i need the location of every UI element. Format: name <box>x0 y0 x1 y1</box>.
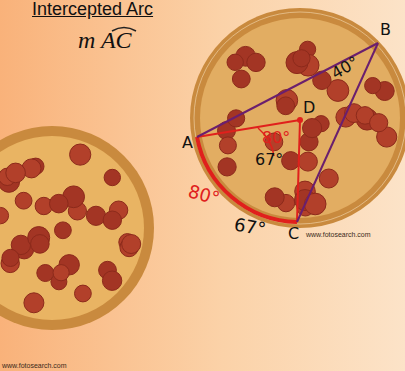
pepperoni-slice <box>319 169 338 188</box>
right-pizza-crust <box>190 8 405 228</box>
pepperoni-slice <box>277 97 295 115</box>
pepperoni-slice <box>0 207 9 223</box>
left-pizza-cheese <box>0 136 144 320</box>
angle-measure: 67° <box>255 152 283 168</box>
pepperoni-slice <box>227 54 243 70</box>
pepperoni-slice <box>104 169 120 185</box>
chord-line <box>197 43 378 137</box>
pepperoni-slice <box>228 110 245 127</box>
pepperoni-slice <box>75 285 92 302</box>
pepperoni-slice <box>365 78 381 94</box>
pepperoni-slice <box>232 70 250 88</box>
pepperoni-slice <box>122 235 141 254</box>
arc-measure: m AC <box>78 28 132 52</box>
angle-measure: 80° <box>262 130 290 146</box>
pepperoni-slice <box>370 114 388 132</box>
pepperoni-slice <box>102 271 121 290</box>
intercepted-arc <box>197 137 297 222</box>
pepperoni-slice <box>6 163 26 183</box>
pepperoni-slice <box>31 235 50 254</box>
pepperoni-slice <box>303 119 322 138</box>
pepperoni-slice <box>55 222 72 239</box>
circle-outline <box>194 12 405 224</box>
pepperoni-slice <box>282 152 300 170</box>
pepperoni-slice <box>15 192 32 209</box>
pepperoni-slice <box>86 206 105 225</box>
arc-measure-value: 67° <box>233 215 268 238</box>
point-label: B <box>380 22 391 38</box>
pepperoni-slice <box>2 249 19 266</box>
pepperoni-slice <box>50 194 69 213</box>
center-dot <box>297 117 303 123</box>
watermark: www.fotosearch.com <box>306 231 371 238</box>
arc-measure-value: 80° <box>186 182 221 208</box>
pepperoni-slice <box>53 265 69 281</box>
point-label: A <box>182 135 193 151</box>
point-label: D <box>303 100 315 116</box>
radius-line <box>297 120 300 222</box>
pepperoni-slice <box>24 293 44 313</box>
pepperoni-slice <box>247 53 265 71</box>
pepperoni-slice <box>265 188 284 207</box>
pepperoni-slice <box>219 137 236 154</box>
left-pepperoni <box>0 144 141 313</box>
pepperoni-slice <box>103 211 121 229</box>
title: Intercepted Arc <box>32 0 153 18</box>
pepperoni-slice <box>293 50 310 67</box>
pepperoni-slice <box>70 144 91 165</box>
chord-line <box>297 43 378 222</box>
point-label: C <box>288 226 299 242</box>
watermark: www.fotosearch.com <box>2 362 67 369</box>
left-pizza-crust <box>0 126 154 330</box>
pepperoni-slice <box>218 158 236 176</box>
pepperoni-slice <box>298 152 317 171</box>
